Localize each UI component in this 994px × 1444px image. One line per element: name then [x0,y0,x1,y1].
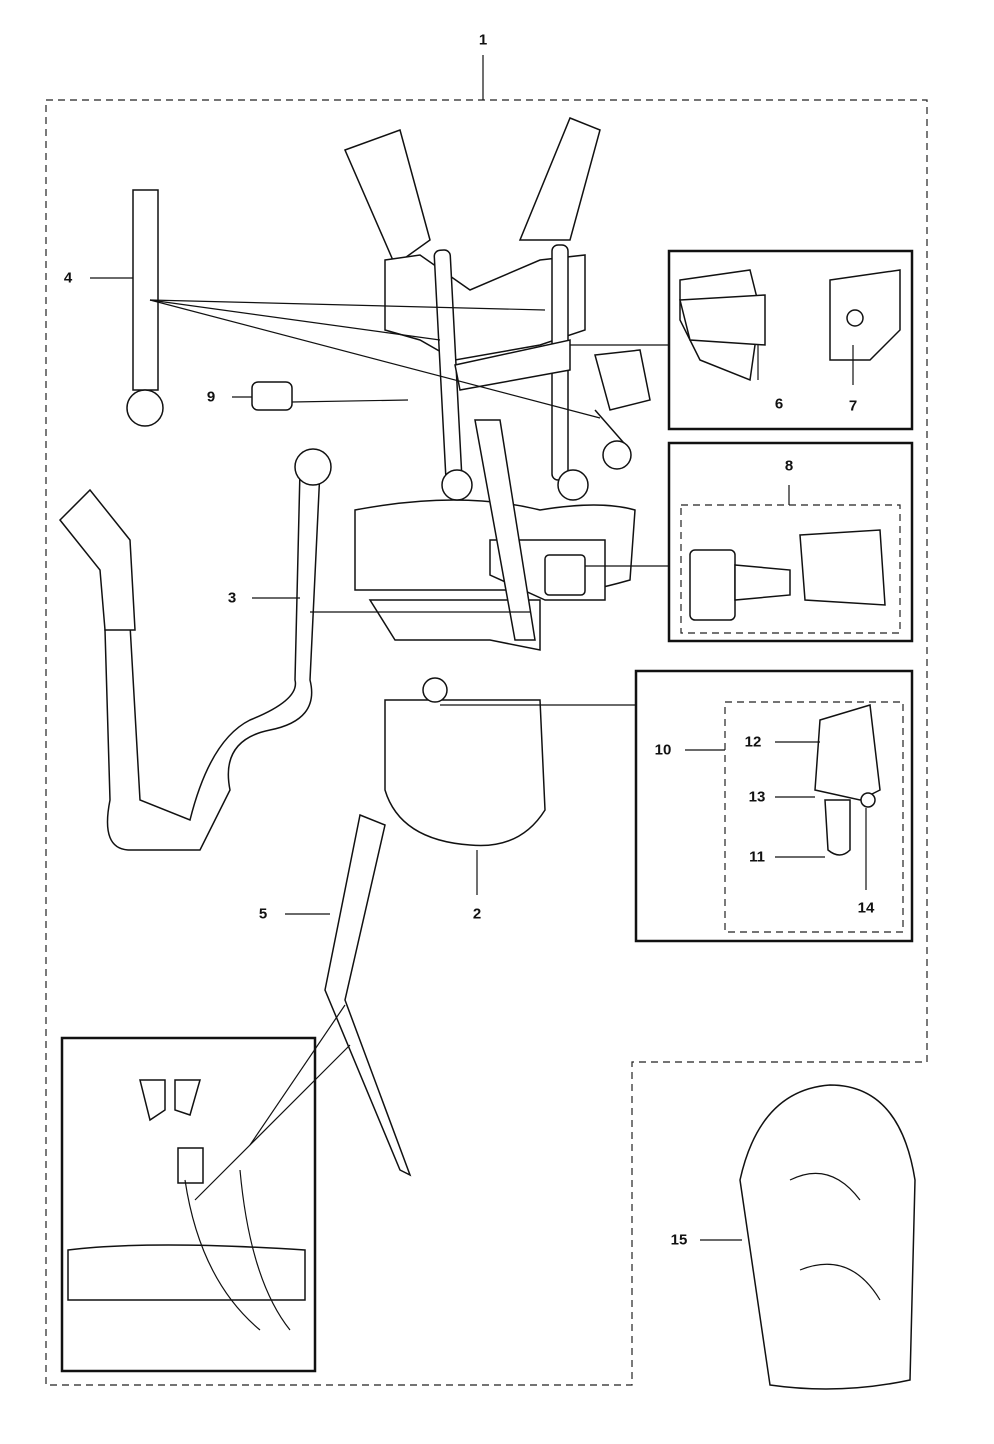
harness-illustration: Husqvarna [343,117,651,847]
callout-12: 12 [744,733,762,751]
callout-5: 5 [258,905,268,923]
callout-14: 14 [857,899,875,917]
callout-7: 7 [848,397,858,415]
callout-11: 11 [749,848,765,866]
part-3-strap [104,469,321,851]
callout-8: 8 [784,457,794,475]
callout-9: 9 [206,388,216,406]
callout-6: 6 [774,395,784,413]
part-4-strap [126,189,164,427]
callout-4: 4 [63,269,73,287]
part-9-slider [251,381,293,411]
callout-1: 1 [478,31,488,49]
callout-13: 13 [748,788,766,806]
callout-10: 10 [654,741,672,759]
callout-15: 15 [670,1231,688,1249]
callout-3: 3 [227,589,237,607]
assembly-outline [45,99,928,1386]
part-15-cover-bag [739,1084,916,1390]
callout-2: 2 [472,905,482,923]
part-5-strap [324,813,412,1177]
logo-husqvarna-detail: Husqvarna [688,315,750,329]
